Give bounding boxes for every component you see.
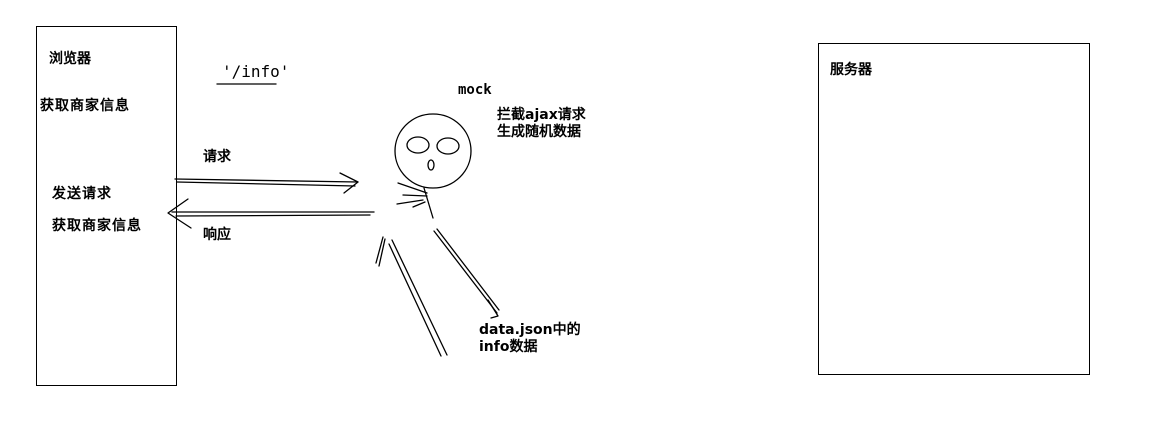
figure-left-eye: [406, 136, 430, 154]
mock-title: mock: [458, 82, 492, 98]
figure-head: [394, 113, 472, 189]
server-title: 服务器: [830, 62, 872, 78]
mock-note-line2: 生成随机数据: [497, 124, 581, 140]
request-arrow: [174, 172, 359, 194]
mock-data-line2: info数据: [479, 339, 538, 355]
mock-data-line1: data.json中的: [479, 322, 581, 338]
figure-right-eye: [436, 137, 460, 155]
return-arrow: [375, 236, 448, 357]
browser-box: [36, 26, 177, 386]
data-json-arrow: [433, 228, 500, 319]
server-box: [818, 43, 1090, 375]
browser-send-request: 发送请求: [52, 186, 112, 202]
request-label: 请求: [203, 149, 231, 165]
browser-action-bottom: 获取商家信息: [52, 218, 142, 234]
route-label: '/info': [222, 62, 290, 81]
response-arrow: [167, 198, 375, 229]
mock-note-line1: 拦截ajax请求: [497, 107, 586, 123]
figure-mouth: [427, 159, 435, 171]
mock-figure: [394, 113, 472, 219]
browser-action-top: 获取商家信息: [40, 98, 130, 114]
browser-title: 浏览器: [49, 51, 91, 67]
response-label: 响应: [203, 227, 231, 243]
